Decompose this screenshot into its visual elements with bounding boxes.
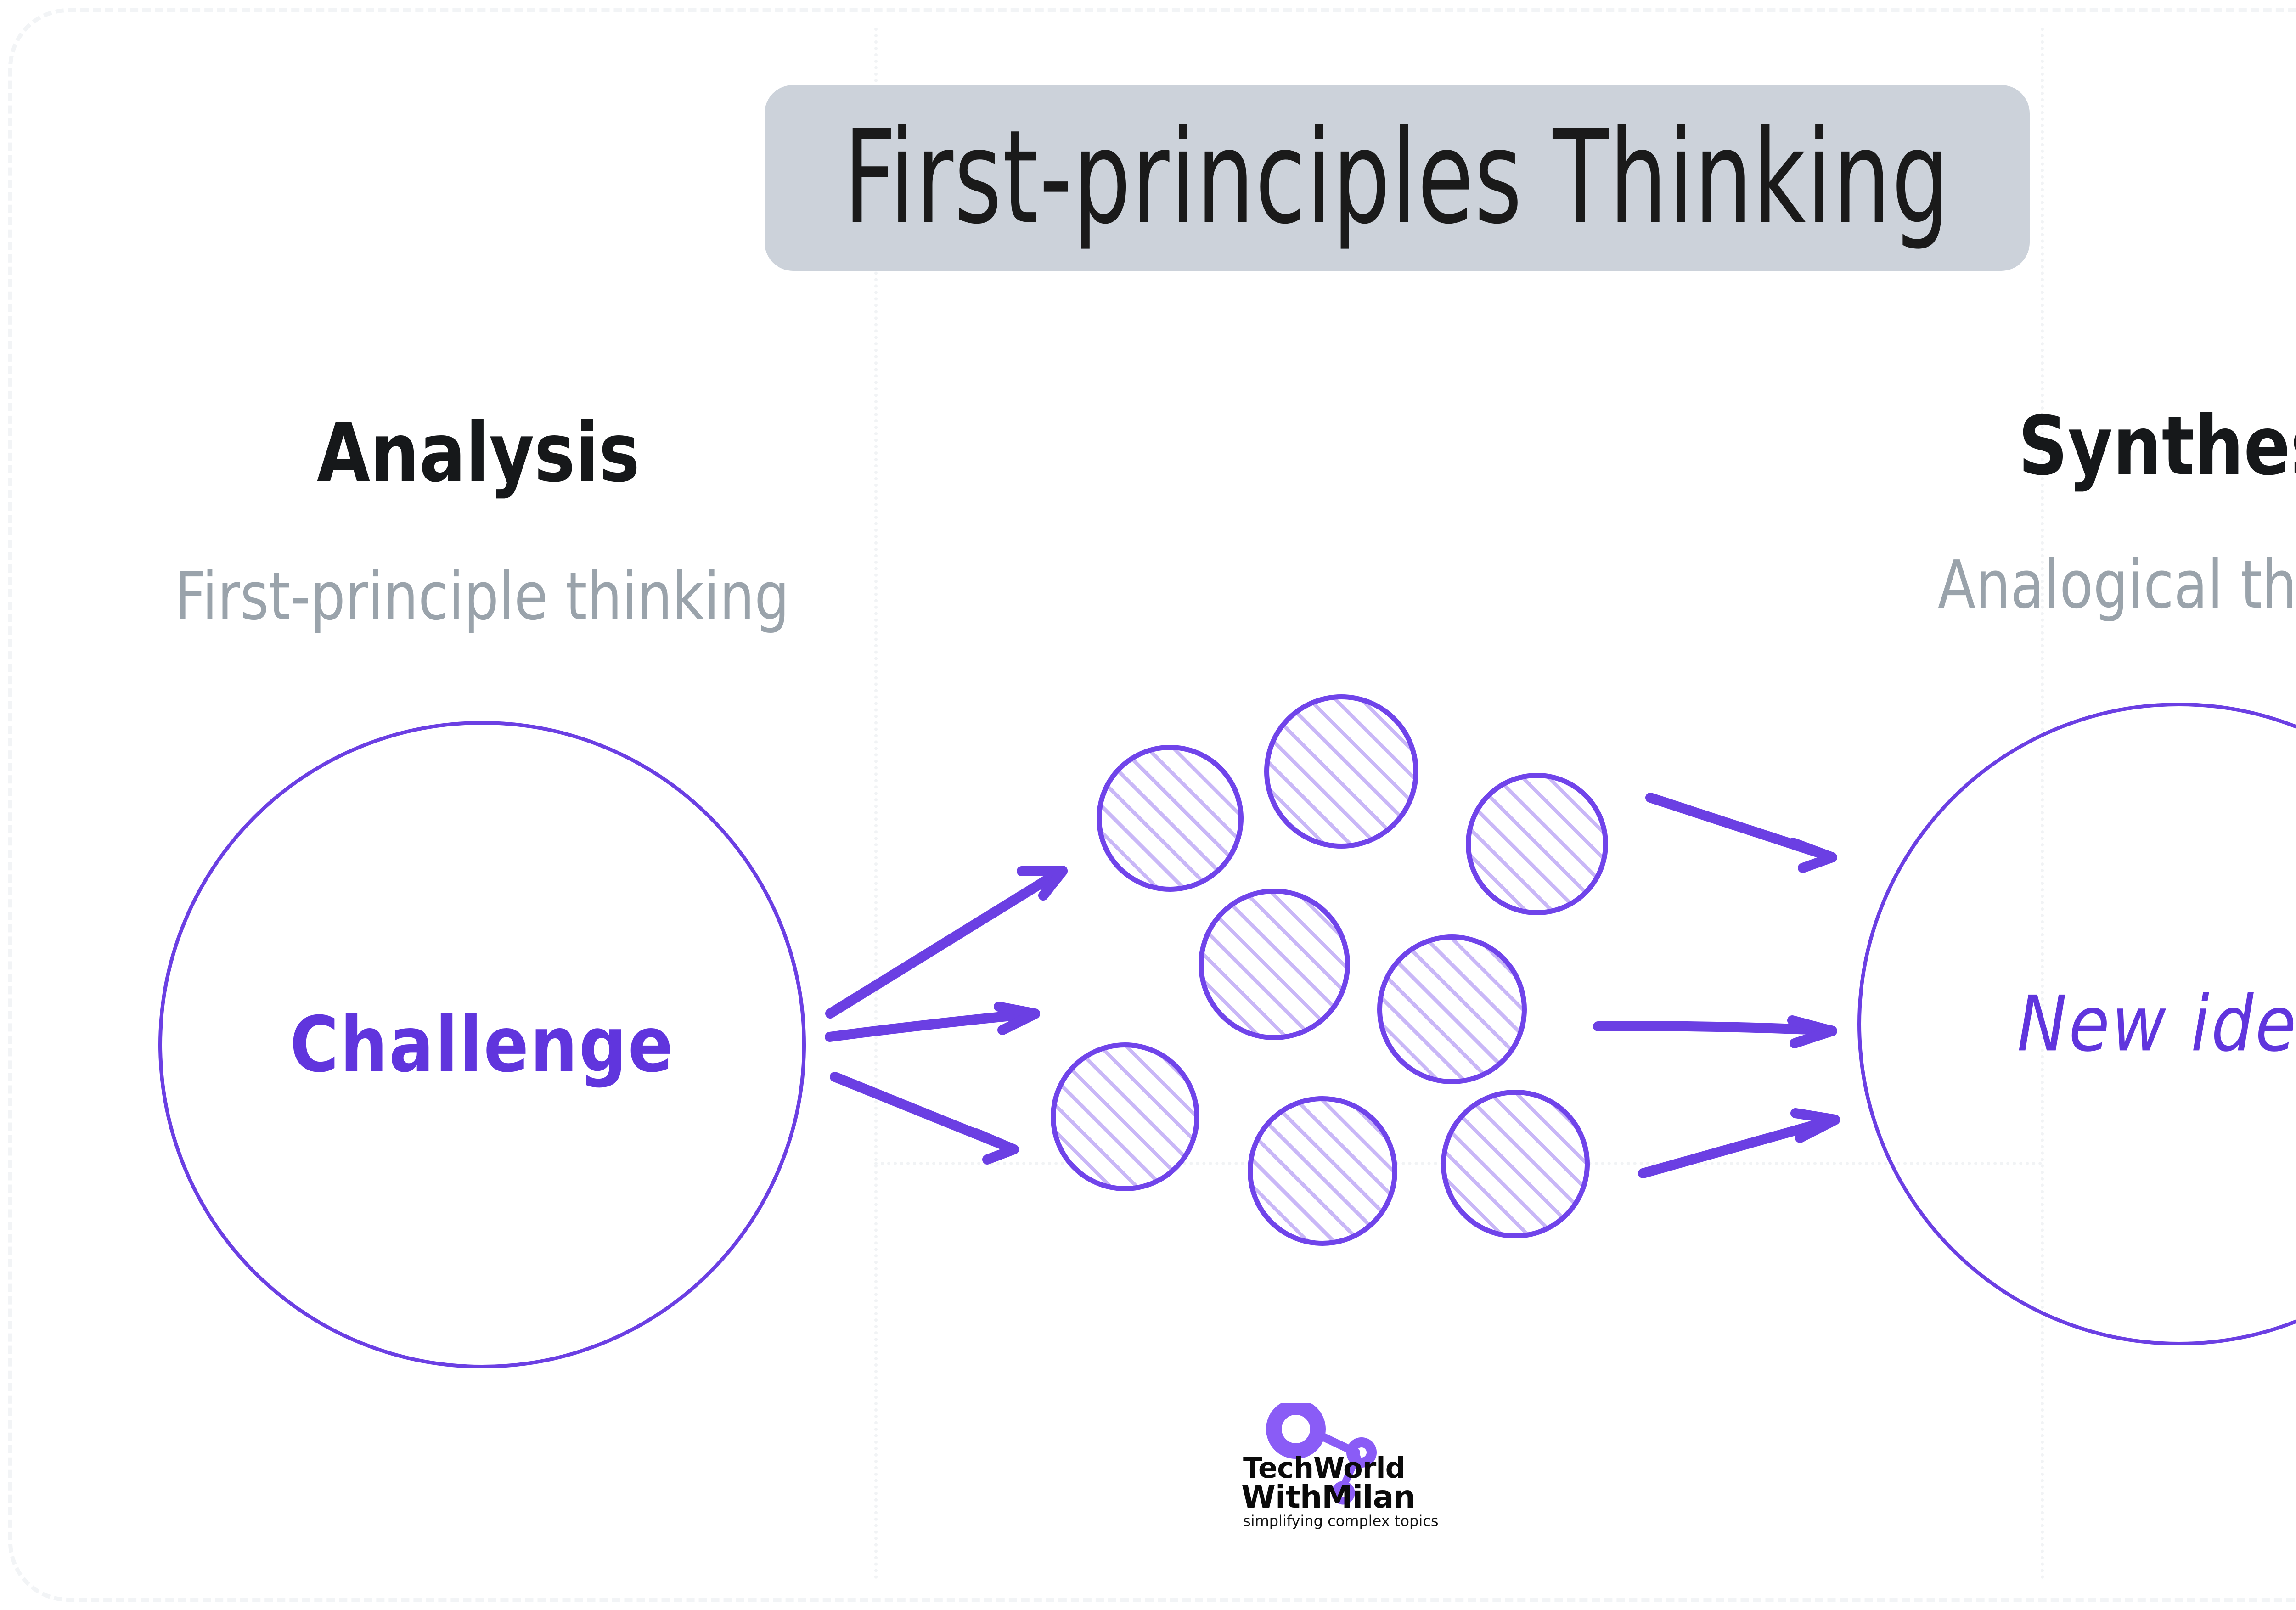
arrow-analysis-bottom [830, 1072, 1019, 1165]
component-circle[interactable] [1051, 1042, 1199, 1191]
new-idea-circle[interactable]: New idea [1857, 703, 2296, 1345]
vertical-guide-left [874, 28, 878, 1580]
component-circle[interactable] [1441, 1090, 1590, 1238]
component-circle[interactable] [1248, 1096, 1397, 1246]
component-circle[interactable] [1097, 745, 1244, 892]
techworld-logo-icon [1266, 1403, 1377, 1505]
logo-line-2: WithMilan [1241, 1479, 1416, 1515]
arrow-synthesis-middle [1593, 1015, 1837, 1048]
arrow-analysis-middle [825, 1002, 1040, 1042]
new-idea-label: New idea [2017, 979, 2296, 1069]
analysis-subheading: First-principle thinking [174, 558, 790, 635]
component-circle[interactable] [1466, 773, 1608, 915]
logo-line-1: TechWorld [1243, 1451, 1406, 1485]
page-title: First-principles Thinking [844, 103, 1951, 253]
component-circle[interactable] [1199, 889, 1350, 1040]
component-circle[interactable] [1264, 694, 1418, 849]
synthesis-subheading: Analogical thinking [1938, 547, 2296, 624]
brand-logo[interactable]: TechWorld WithMilan simplifying complex … [1215, 1403, 1439, 1554]
arrow-synthesis-top [1645, 793, 1837, 873]
challenge-label: Challenge [290, 1000, 675, 1090]
synthesis-heading: Synthesis [2018, 399, 2296, 494]
arrow-analysis-top [825, 866, 1068, 1019]
component-circle[interactable] [1377, 934, 1527, 1084]
logo-tagline: simplifying complex topics [1243, 1512, 1439, 1530]
title-banner: First-principles Thinking [765, 85, 2030, 271]
challenge-circle[interactable]: Challenge [158, 721, 806, 1368]
analysis-heading: Analysis [317, 406, 640, 501]
